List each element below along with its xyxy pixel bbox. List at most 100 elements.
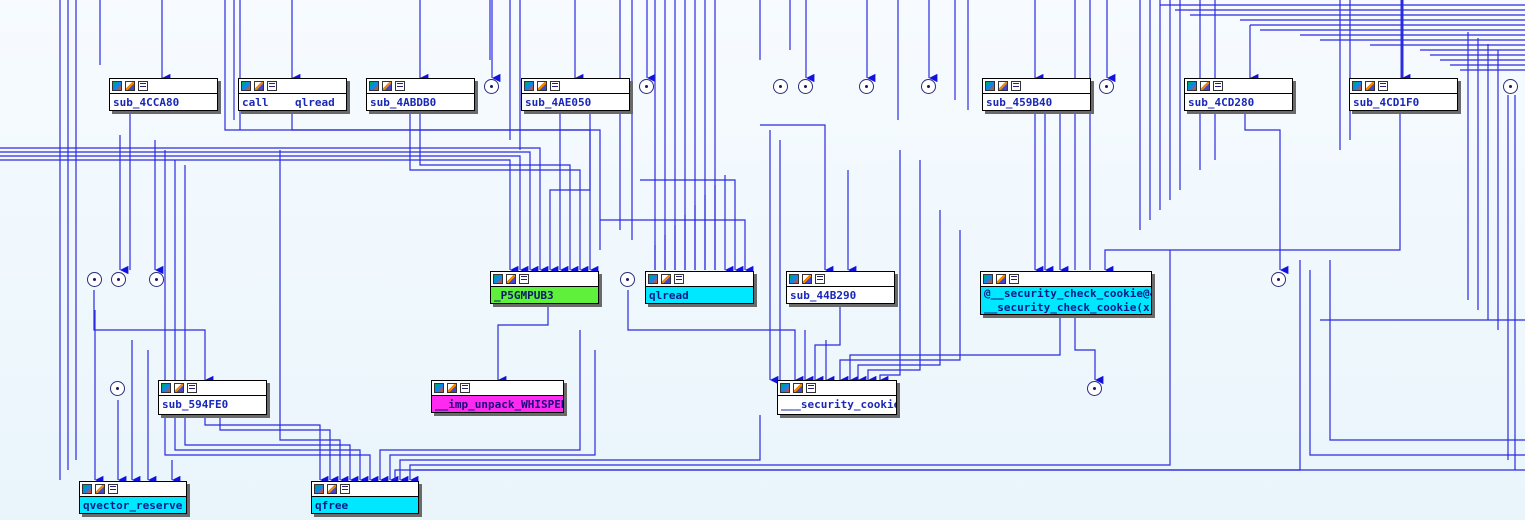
color-icon[interactable] bbox=[524, 81, 534, 91]
node-sub-44B290[interactable]: sub_44B290 bbox=[786, 271, 895, 304]
pencil-icon[interactable] bbox=[95, 484, 105, 494]
node-label: sub_4CD1F0 bbox=[1353, 96, 1420, 109]
graph-icon[interactable] bbox=[187, 383, 197, 393]
graph-icon[interactable] bbox=[1009, 274, 1019, 284]
color-icon[interactable] bbox=[369, 81, 379, 91]
pencil-icon[interactable] bbox=[802, 274, 812, 284]
pencil-icon[interactable] bbox=[537, 81, 547, 91]
graph-icon[interactable] bbox=[460, 383, 470, 393]
graph-icon[interactable] bbox=[1213, 81, 1223, 91]
node-label: sub_4CD280 bbox=[1188, 96, 1255, 109]
pencil-icon[interactable] bbox=[254, 81, 264, 91]
pencil-icon[interactable] bbox=[998, 81, 1008, 91]
collapsed-node-dot[interactable] bbox=[1271, 272, 1286, 287]
graph-icon[interactable] bbox=[108, 484, 118, 494]
collapsed-node-dot[interactable] bbox=[87, 272, 102, 287]
graph-icon[interactable] bbox=[550, 81, 560, 91]
color-icon[interactable] bbox=[648, 274, 658, 284]
node-sub-4CCA80[interactable]: sub_4CCA80 bbox=[109, 78, 218, 111]
node-label: sub_44B290 bbox=[790, 289, 857, 302]
graph-icon[interactable] bbox=[138, 81, 148, 91]
color-icon[interactable] bbox=[434, 383, 444, 393]
collapsed-node-dot[interactable] bbox=[110, 381, 125, 396]
pencil-icon[interactable] bbox=[793, 383, 803, 393]
color-icon[interactable] bbox=[985, 81, 995, 91]
collapsed-node-dot[interactable] bbox=[639, 79, 654, 94]
color-icon[interactable] bbox=[241, 81, 251, 91]
node-label: sub_459B40 bbox=[986, 96, 1053, 109]
node-header bbox=[778, 381, 896, 396]
color-icon[interactable] bbox=[82, 484, 92, 494]
collapsed-node-dot[interactable] bbox=[111, 272, 126, 287]
graph-icon[interactable] bbox=[395, 81, 405, 91]
node-qvector-reserve[interactable]: qvector_reserve bbox=[79, 481, 187, 514]
collapsed-node-dot[interactable] bbox=[484, 79, 499, 94]
graph-icon[interactable] bbox=[519, 274, 529, 284]
node-sub-594FE0[interactable]: sub_594FE0 bbox=[158, 380, 267, 415]
node-sub-459B40[interactable]: sub_459B40 bbox=[982, 78, 1091, 111]
node-header bbox=[110, 79, 217, 94]
node-header bbox=[522, 79, 629, 94]
node-qlread[interactable]: qlread bbox=[645, 271, 754, 304]
color-icon[interactable] bbox=[780, 383, 790, 393]
node-label-line-1: @__security_check_cookie@4 bbox=[981, 287, 1151, 300]
node-qfree[interactable]: qfree bbox=[311, 481, 419, 514]
collapsed-node-dot[interactable] bbox=[921, 79, 936, 94]
node-label: qfree bbox=[312, 497, 418, 513]
node-call-qlread[interactable]: call qlread bbox=[238, 78, 347, 111]
color-icon[interactable] bbox=[1352, 81, 1362, 91]
pencil-icon[interactable] bbox=[996, 274, 1006, 284]
node-header bbox=[239, 79, 346, 94]
collapsed-node-dot[interactable] bbox=[620, 272, 635, 287]
node-sub-4CD1F0[interactable]: sub_4CD1F0 bbox=[1349, 78, 1458, 111]
node-security-check-cookie[interactable]: @__security_check_cookie@4 __security_ch… bbox=[980, 271, 1152, 315]
color-icon[interactable] bbox=[789, 274, 799, 284]
graph-icon[interactable] bbox=[815, 274, 825, 284]
node-label: ___security_cookie bbox=[781, 398, 896, 411]
pencil-icon[interactable] bbox=[382, 81, 392, 91]
node-header bbox=[1185, 79, 1292, 94]
graph-icon[interactable] bbox=[806, 383, 816, 393]
node-header bbox=[646, 272, 753, 287]
graph-icon[interactable] bbox=[674, 274, 684, 284]
graph-icon[interactable] bbox=[1011, 81, 1021, 91]
node-sub-4ABDB0[interactable]: sub_4ABDB0 bbox=[366, 78, 475, 111]
color-icon[interactable] bbox=[1187, 81, 1197, 91]
color-icon[interactable] bbox=[983, 274, 993, 284]
node-sub-4CD280[interactable]: sub_4CD280 bbox=[1184, 78, 1293, 111]
collapsed-node-dot[interactable] bbox=[1099, 79, 1114, 94]
pencil-icon[interactable] bbox=[1365, 81, 1375, 91]
node-header bbox=[1350, 79, 1457, 94]
collapsed-node-dot[interactable] bbox=[149, 272, 164, 287]
pencil-icon[interactable] bbox=[1200, 81, 1210, 91]
pencil-icon[interactable] bbox=[174, 383, 184, 393]
collapsed-node-dot[interactable] bbox=[1087, 381, 1102, 396]
color-icon[interactable] bbox=[112, 81, 122, 91]
node-sub-4AE050[interactable]: sub_4AE050 bbox=[521, 78, 630, 111]
pencil-icon[interactable] bbox=[506, 274, 516, 284]
collapsed-node-dot[interactable] bbox=[798, 79, 813, 94]
color-icon[interactable] bbox=[314, 484, 324, 494]
pencil-icon[interactable] bbox=[327, 484, 337, 494]
graph-icon[interactable] bbox=[1378, 81, 1388, 91]
collapsed-node-dot[interactable] bbox=[859, 79, 874, 94]
node-P5GMPUB3[interactable]: _P5GMPUB3 bbox=[490, 271, 599, 304]
graph-icon[interactable] bbox=[340, 484, 350, 494]
pencil-icon[interactable] bbox=[125, 81, 135, 91]
node-header bbox=[981, 272, 1151, 287]
collapsed-node-dot[interactable] bbox=[773, 79, 788, 94]
node-header bbox=[491, 272, 598, 287]
pencil-icon[interactable] bbox=[661, 274, 671, 284]
node-imp-unpack-WHISPER[interactable]: __imp_unpack_WHISPER bbox=[431, 380, 564, 413]
node-security-cookie[interactable]: ___security_cookie bbox=[777, 380, 897, 415]
color-icon[interactable] bbox=[161, 383, 171, 393]
collapsed-node-dot[interactable] bbox=[1503, 79, 1518, 94]
node-label: _P5GMPUB3 bbox=[491, 287, 598, 303]
pencil-icon[interactable] bbox=[447, 383, 457, 393]
color-icon[interactable] bbox=[493, 274, 503, 284]
node-label: sub_4ABDB0 bbox=[370, 96, 437, 109]
node-header bbox=[432, 381, 563, 396]
node-header bbox=[367, 79, 474, 94]
graph-icon[interactable] bbox=[267, 81, 277, 91]
